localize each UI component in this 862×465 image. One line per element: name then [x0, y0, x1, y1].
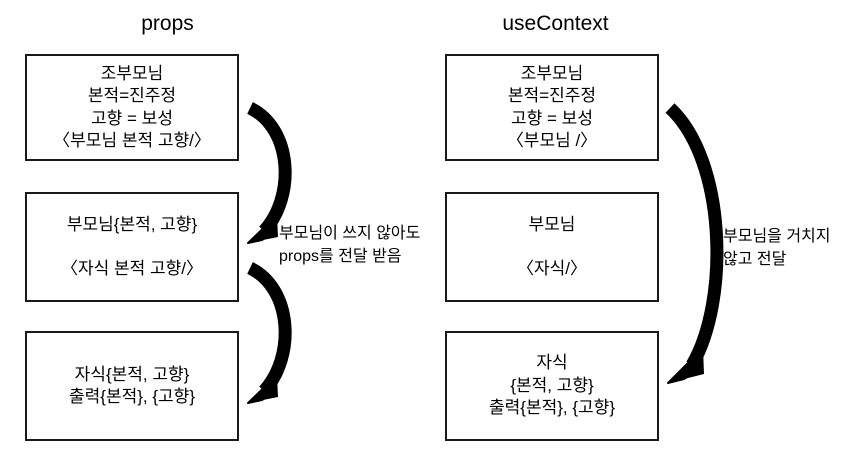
arrow-props-parent-to-child: [246, 262, 292, 404]
node-line: 〈자식/〉: [516, 259, 587, 278]
node-line: 자식{본적, 고향}: [74, 364, 190, 384]
node-line: 〈부모님 본적 고향/〉: [53, 130, 211, 150]
node-line: 고향 = 보성: [91, 108, 173, 128]
node-line: 고향 = 보성: [511, 108, 593, 128]
annotation-usecontext-flow: 부모님을 거치지 않고 전달: [723, 228, 831, 269]
node-line: 출력{본적}, {고향}: [489, 398, 615, 418]
node-usecontext-grandparent: 조부모님 본적=진주정 고향 = 보성 〈부모님 /〉: [445, 54, 659, 161]
node-line: {본적, 고향}: [510, 375, 594, 395]
node-line: 본적=진주정: [507, 86, 597, 106]
column-title-usecontext: useContext: [502, 12, 609, 35]
node-props-parent: 부모님{본적, 고향} 〈자식 본적 고향/〉: [25, 192, 239, 302]
annotation-props-flow: 부모님이 쓰지 않아도 props를 전달 받음: [279, 225, 421, 266]
node-line: 조부모님: [520, 63, 584, 83]
node-line: 자식: [536, 353, 568, 373]
node-line: 본적=진주정: [87, 86, 177, 106]
column-title-props: props: [141, 12, 194, 35]
node-line: 부모님: [528, 214, 576, 234]
node-props-grandparent: 조부모님 본적=진주정 고향 = 보성 〈부모님 본적 고향/〉: [25, 54, 239, 161]
node-line: 조부모님: [100, 63, 164, 83]
node-usecontext-parent: 부모님 〈자식/〉: [445, 192, 659, 302]
node-usecontext-child: 자식 {본적, 고향} 출력{본적}, {고향}: [445, 331, 659, 441]
node-line: 부모님{본적, 고향}: [66, 214, 198, 234]
node-props-child: 자식{본적, 고향} 출력{본적}, {고향}: [25, 331, 239, 441]
node-line: 〈부모님 /〉: [506, 130, 598, 150]
arrow-usecontext-grandparent-to-child: [665, 103, 724, 384]
node-line: 〈자식 본적 고향/〉: [60, 259, 203, 278]
node-line: 출력{본적}, {고향}: [69, 387, 195, 406]
